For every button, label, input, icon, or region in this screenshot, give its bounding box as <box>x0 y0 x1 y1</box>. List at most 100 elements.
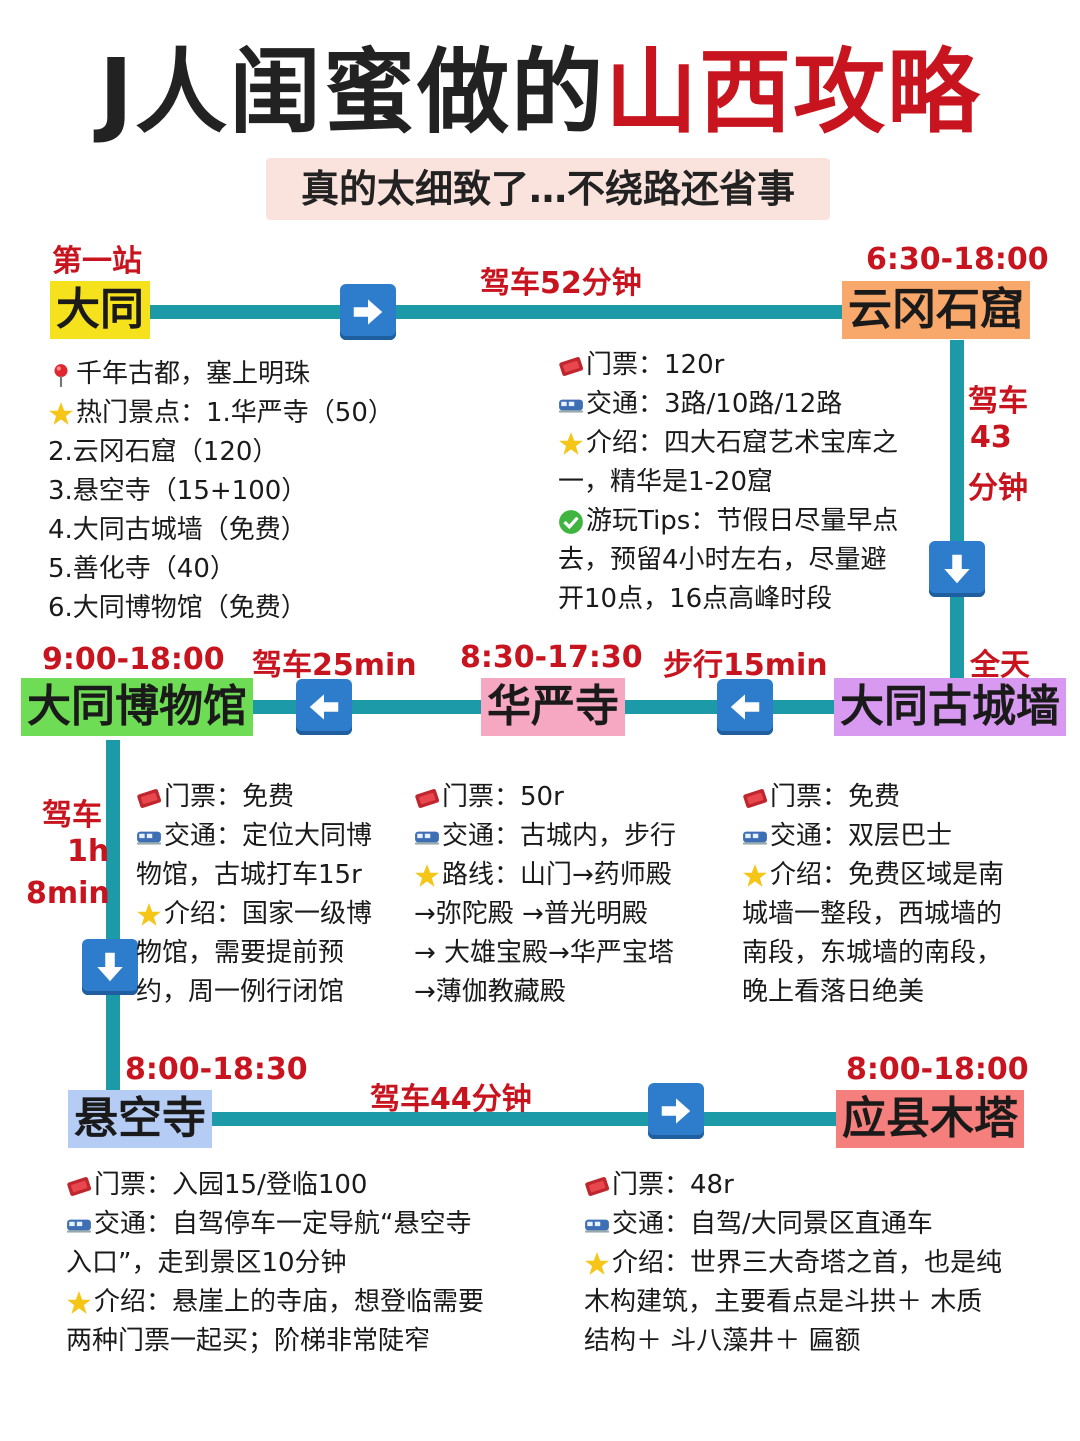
museum-info: 门票：免费 交通：定位大同博 物馆，古城打车15r 介绍：国家一级博 物馆，需要… <box>136 778 372 1012</box>
list-item: → 大雄宝殿→华严宝塔 <box>414 938 674 968</box>
star-icon <box>48 401 74 427</box>
yungang-info: 门票：120r 交通：3路/10路/12路 介绍：四大石窟艺术宝库之 一，精华是… <box>558 346 898 619</box>
title-part2: 山西攻略 <box>605 39 982 146</box>
check-icon <box>558 509 584 535</box>
ticket-icon <box>742 785 768 811</box>
time-muta: 8:00-18:00 <box>846 1052 1029 1087</box>
time-huayan: 8:30-17:30 <box>460 640 643 675</box>
train-icon <box>584 1212 610 1238</box>
muta-info: 门票：48r 交通：自驾/大同景区直通车 介绍：世界三大奇塔之首，也是纯 木构建… <box>584 1166 1002 1361</box>
arrow-right-icon <box>340 284 396 340</box>
list-item: 游玩Tips：节假日尽量早点 <box>558 502 898 541</box>
list-item: 5.善化寺（40） <box>48 554 236 584</box>
list-item: 门票：免费 <box>136 778 372 817</box>
route-line-top <box>145 305 850 319</box>
list-item: 城墙一整段，西城墙的 <box>742 899 1003 929</box>
drive-yungang-wall-1: 驾车 <box>968 384 1028 419</box>
list-item: 交通：双层巴士 <box>742 817 1004 856</box>
train-icon <box>742 824 768 850</box>
xuankong-info: 门票：入园15/登临100 交通：自驾停车一定导航“悬空寺 入口”，走到景区10… <box>66 1166 484 1361</box>
list-item: 交通：3路/10路/12路 <box>558 385 898 424</box>
train-icon <box>136 824 162 850</box>
drive-museum-xuankong-1: 驾车 <box>42 798 102 833</box>
arrow-left-icon <box>717 679 773 735</box>
station-xuankong: 悬空寺 <box>68 1090 212 1148</box>
list-item: 木构建筑，主要看点是斗拱＋ 木质 <box>584 1287 983 1317</box>
star-icon <box>742 863 768 889</box>
list-item: 南段，东城墙的南段， <box>742 938 1003 968</box>
list-item: 物馆，古城打车15r <box>136 860 362 890</box>
station-museum: 大同博物馆 <box>21 678 253 736</box>
drive-yungang-wall-2: 43 <box>970 420 1012 455</box>
station-huayan: 华严寺 <box>481 678 625 736</box>
drive-museum-xuankong-3: 8min <box>26 876 110 911</box>
list-item: 入口”，走到景区10分钟 <box>66 1248 347 1278</box>
drive-xuankong-muta: 驾车44分钟 <box>370 1082 532 1117</box>
list-item: 介绍：免费区域是南 <box>742 856 1004 895</box>
list-item: 交通：自驾停车一定导航“悬空寺 <box>66 1205 484 1244</box>
time-yungang: 6:30-18:00 <box>866 242 1049 277</box>
route-line-left <box>106 740 120 1095</box>
list-item: 介绍：国家一级博 <box>136 895 372 934</box>
list-item: 交通：定位大同博 <box>136 817 372 856</box>
arrow-left-icon <box>296 679 352 735</box>
list-item: 2.云冈石窟（120） <box>48 437 279 467</box>
first-stop-label: 第一站 <box>52 244 142 279</box>
station-yungang: 云冈石窟 <box>842 281 1030 339</box>
list-item: 结构＋ 斗八藻井＋ 匾额 <box>584 1326 861 1356</box>
list-item: →弥陀殿 →普光明殿 <box>414 899 648 929</box>
ticket-icon <box>136 785 162 811</box>
list-item: 门票：50r <box>414 778 676 817</box>
list-item: 热门景点：1.华严寺（50） <box>48 394 394 433</box>
station-muta: 应县木塔 <box>836 1090 1024 1148</box>
list-item: 4.大同古城墙（免费） <box>48 515 307 545</box>
arrow-down-icon <box>82 939 138 995</box>
time-museum: 9:00-18:00 <box>42 642 225 677</box>
station-city-wall: 大同古城墙 <box>834 678 1066 736</box>
wall-info: 门票：免费 交通：双层巴士 介绍：免费区域是南 城墙一整段，西城墙的 南段，东城… <box>742 778 1004 1012</box>
list-item: 介绍：世界三大奇塔之首，也是纯 <box>584 1244 1002 1283</box>
list-item: →薄伽教藏殿 <box>414 977 566 1007</box>
arrow-right-icon <box>648 1083 704 1139</box>
page-title: J人闺蜜做的山西攻略 <box>0 18 1080 151</box>
ticket-icon <box>584 1173 610 1199</box>
list-item: 3.悬空寺（15+100） <box>48 476 308 506</box>
list-item: 门票：入园15/登临100 <box>66 1166 484 1205</box>
star-icon <box>558 431 584 457</box>
list-item: 介绍：四大石窟艺术宝库之 <box>558 424 898 463</box>
station-datong: 大同 <box>50 281 150 339</box>
ticket-icon <box>414 785 440 811</box>
time-xuankong: 8:00-18:30 <box>125 1052 308 1087</box>
list-item: 门票：120r <box>558 346 898 385</box>
list-item: 介绍：悬崖上的寺庙，想登临需要 <box>66 1283 484 1322</box>
list-item: 门票：48r <box>584 1166 1002 1205</box>
datong-info: 千年古都，塞上明珠 热门景点：1.华严寺（50） 2.云冈石窟（120） 3.悬… <box>48 355 394 628</box>
drive-huayan-museum: 驾车25min <box>252 648 417 683</box>
huayan-info: 门票：50r 交通：古城内，步行 路线：山门→药师殿 →弥陀殿 →普光明殿 → … <box>414 778 676 1012</box>
list-item: 物馆，需要提前预 <box>136 938 345 968</box>
list-item: 6.大同博物馆（免费） <box>48 593 307 623</box>
star-icon <box>66 1290 92 1316</box>
list-item: 路线：山门→药师殿 <box>414 856 676 895</box>
train-icon <box>66 1212 92 1238</box>
list-item: 门票：免费 <box>742 778 1004 817</box>
list-item: 交通：自驾/大同景区直通车 <box>584 1205 1002 1244</box>
train-icon <box>414 824 440 850</box>
list-item: 开10点，16点高峰时段 <box>558 584 833 614</box>
title-part1: J人闺蜜做的 <box>98 39 606 146</box>
drive-yungang-wall-3: 分钟 <box>968 471 1028 506</box>
list-item: 千年古都，塞上明珠 <box>48 355 394 394</box>
list-item: 两种门票一起买；阶梯非常陡窄 <box>66 1326 431 1356</box>
subtitle: 真的太细致了…不绕路还省事 <box>266 158 830 220</box>
route-line-right <box>950 340 964 680</box>
time-city-wall: 全天 <box>970 648 1030 683</box>
train-icon <box>558 392 584 418</box>
ticket-icon <box>66 1173 92 1199</box>
star-icon <box>414 863 440 889</box>
list-item: 晚上看落日绝美 <box>742 977 925 1007</box>
star-icon <box>136 902 162 928</box>
star-icon <box>584 1251 610 1277</box>
walk-wall-huayan: 步行15min <box>663 648 828 683</box>
list-item: 约，周一例行闭馆 <box>136 977 345 1007</box>
pin-icon <box>48 362 74 388</box>
